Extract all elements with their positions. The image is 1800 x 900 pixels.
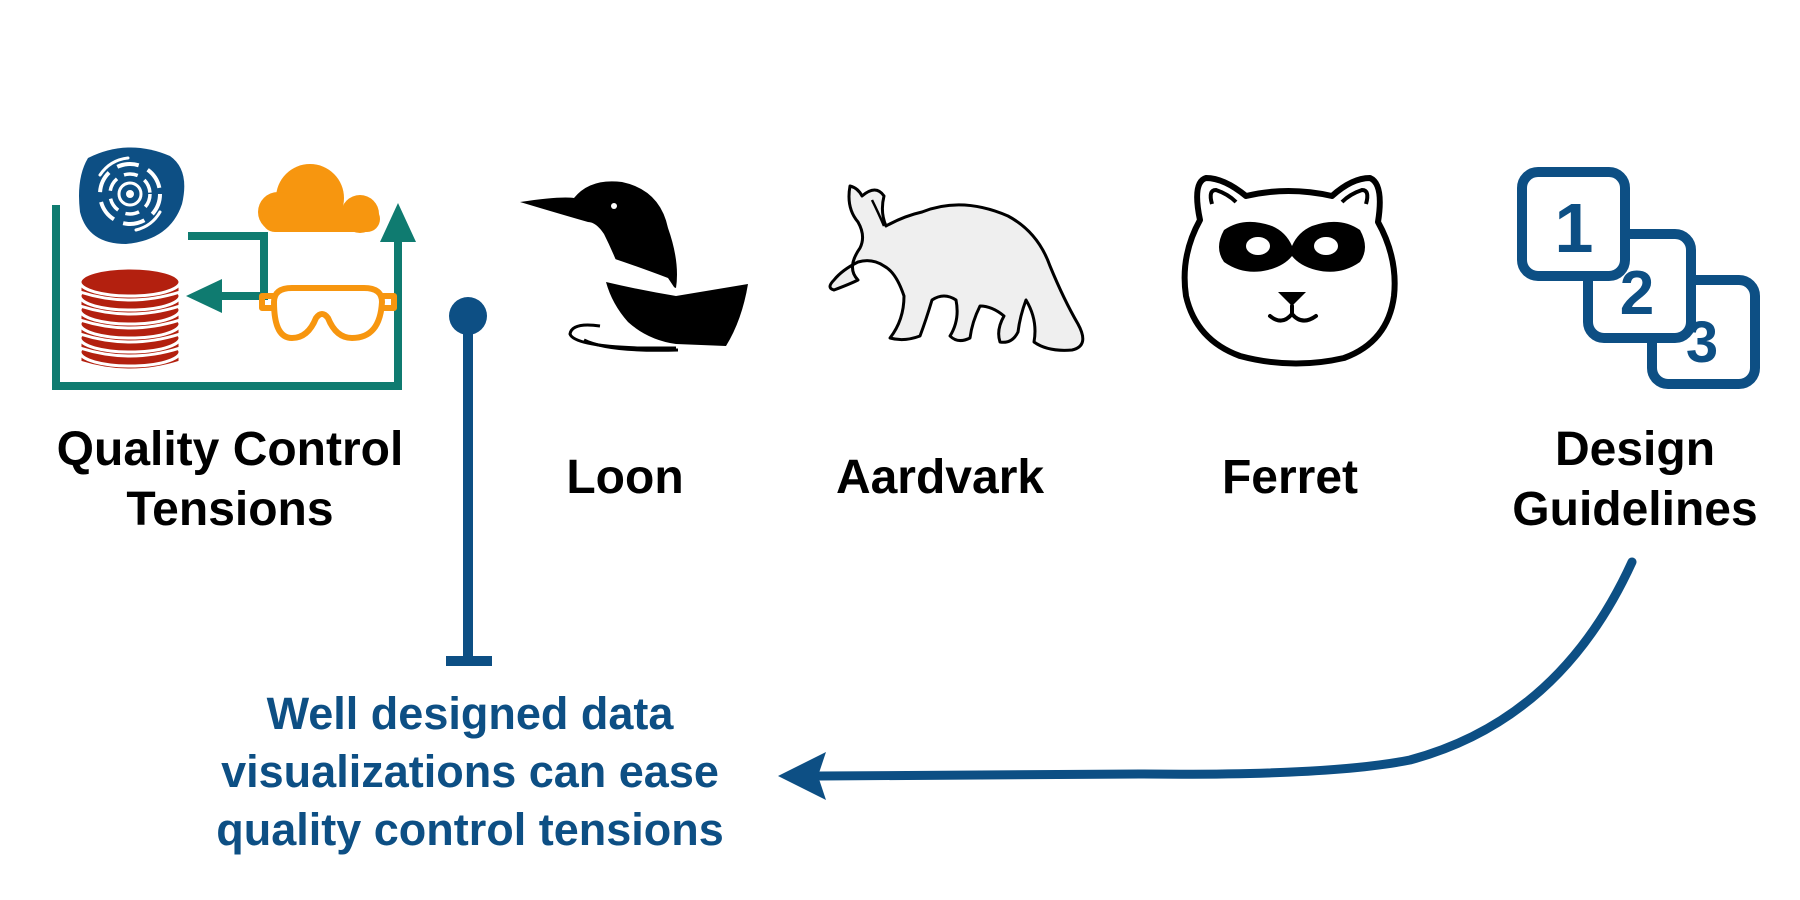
step-number-2: 2 xyxy=(1620,259,1654,328)
conclusion-line2: visualizations can ease xyxy=(221,746,719,797)
step-number-1: 1 xyxy=(1555,189,1594,267)
aardvark-icon xyxy=(828,184,1085,352)
cloud-icon xyxy=(258,164,380,233)
quality-control-tensions-label: Quality Control Tensions xyxy=(30,420,430,540)
numbered-steps-icon: 1 2 3 xyxy=(1517,167,1760,389)
quality-control-label-line1: Quality Control xyxy=(56,423,404,476)
design-guidelines-label: Design Guidelines xyxy=(1490,420,1780,540)
quality-control-label-line2: Tensions xyxy=(126,483,334,536)
teal-up-arrowhead xyxy=(380,203,416,242)
aardvark-label: Aardvark xyxy=(835,451,1045,504)
curved-arrowhead xyxy=(778,752,826,800)
conclusion-line3: quality control tensions xyxy=(216,804,724,855)
goggles-icon xyxy=(259,285,397,341)
design-guidelines-label-line1: Design xyxy=(1554,423,1716,476)
teal-inner-arrow-line xyxy=(188,232,268,300)
connector-dot xyxy=(449,297,487,335)
ferret-label: Ferret xyxy=(1221,451,1359,504)
design-guidelines-label-line2: Guidelines xyxy=(1512,483,1758,536)
teal-loop-line xyxy=(52,205,402,390)
inhibition-connector xyxy=(446,297,492,666)
loon-icon xyxy=(520,181,748,352)
eye-scan-icon xyxy=(79,147,185,244)
conclusion-line1: Well designed data xyxy=(266,688,674,739)
curved-arrow-line xyxy=(815,557,1637,781)
database-icon xyxy=(78,266,182,372)
conclusion-text: Well designed data visualizations can ea… xyxy=(170,685,770,859)
step-number-3: 3 xyxy=(1686,310,1718,375)
teal-left-arrowhead xyxy=(186,279,222,313)
step-box-1 xyxy=(1517,167,1630,281)
ferret-icon xyxy=(1181,175,1398,367)
loon-label: Loon xyxy=(566,451,684,504)
guidelines-to-conclusion-arrow xyxy=(778,557,1637,800)
quality-control-icon-group xyxy=(52,147,416,390)
